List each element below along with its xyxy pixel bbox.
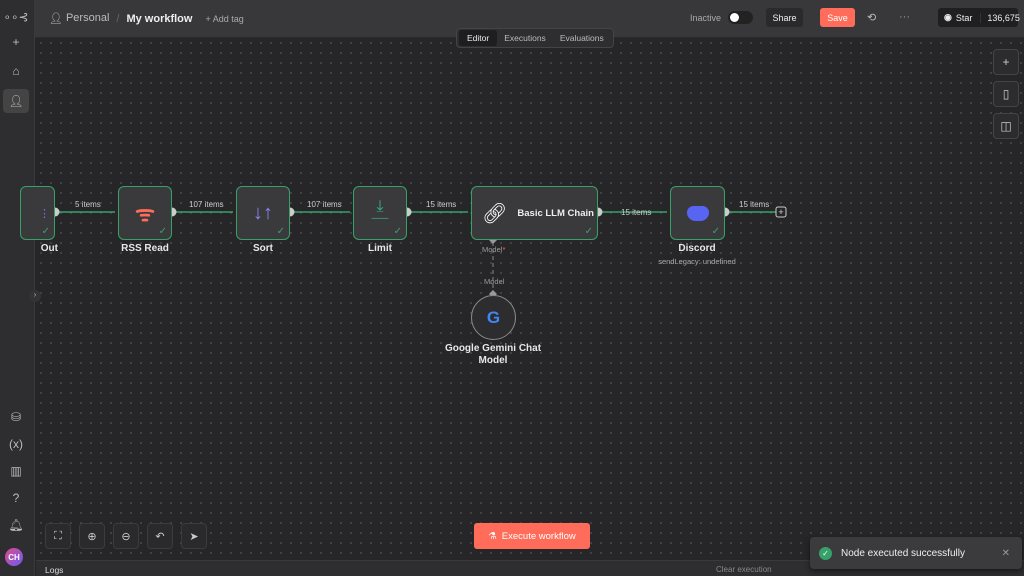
sort-icon: ↓↑	[253, 201, 273, 224]
home-icon[interactable]: ⌂	[12, 64, 20, 78]
tab-executions[interactable]: Executions	[504, 33, 546, 43]
help-icon[interactable]: ?	[12, 491, 20, 505]
success-icon: ✓	[819, 546, 832, 560]
node-out[interactable]: ⋮✓	[20, 186, 55, 240]
success-check-icon: ✓	[41, 226, 50, 237]
connection-count: 107 items	[189, 200, 224, 209]
node-basic-llm-chain[interactable]: 🔗︎ Basic LLM Chain ✓	[471, 186, 598, 240]
notifications-icon[interactable]: 🔔︎	[8, 518, 24, 532]
rss-icon: ᯤ	[134, 201, 156, 226]
link-chain-icon: 🔗︎	[482, 202, 508, 225]
node-subtitle: sendLegacy: undefined	[658, 257, 736, 266]
templates-icon[interactable]: ⛁	[10, 410, 22, 424]
user-icon: 👤︎	[49, 13, 63, 25]
add-tag-link[interactable]: + Add tag	[205, 14, 244, 24]
active-label: Inactive	[689, 12, 721, 23]
github-star-button[interactable]: ◉Star 136,675	[938, 8, 1020, 27]
view-tabs: Editor Executions Evaluations	[456, 28, 614, 48]
node-icon: ⋮	[39, 207, 50, 220]
insights-icon[interactable]: ▥	[10, 464, 22, 478]
node-label: Discord	[678, 243, 716, 254]
execute-label: Execute workflow	[501, 530, 576, 542]
node-label: Out	[40, 243, 58, 254]
flask-icon: ⚗︎	[488, 530, 497, 542]
svg-text:+: +	[778, 207, 783, 217]
success-check-icon: ✓	[584, 226, 593, 237]
star-count: 136,675	[980, 12, 1020, 23]
toast-message: Node executed successfully	[841, 547, 965, 559]
toggle-panel-button[interactable]: ◫	[993, 113, 1019, 139]
history-icon[interactable]: ⟲	[867, 12, 877, 24]
active-toggle[interactable]	[728, 11, 753, 24]
connection-count: 15 items	[739, 200, 770, 209]
breadcrumb: 👤︎Personal / My workflow + Add tag	[49, 12, 244, 25]
add-node-button[interactable]: +	[993, 49, 1019, 75]
node-label: Basic LLM Chain	[517, 207, 594, 219]
connection-count: 5 items	[75, 200, 101, 209]
sticky-note-button[interactable]: ▯	[993, 81, 1019, 107]
close-toast-icon[interactable]: ✕	[1001, 547, 1010, 559]
more-options-button[interactable]: ···	[899, 11, 910, 23]
add-next-node-icon	[775, 206, 787, 218]
node-label: Limit	[368, 243, 392, 254]
success-check-icon: ✓	[393, 226, 402, 237]
workflow-name[interactable]: My workflow	[126, 13, 193, 25]
n8n-logo-icon[interactable]: ∘∘⊰	[3, 10, 29, 24]
success-toast: ✓ Node executed successfully ✕	[810, 537, 1022, 569]
top-bar: 👤︎Personal / My workflow + Add tag Inact…	[35, 0, 1024, 38]
share-button[interactable]: Share	[766, 8, 803, 27]
discord-icon	[686, 205, 709, 221]
pointer-tool-button[interactable]: ➤	[181, 523, 207, 549]
clear-execution-button[interactable]: Clear execution	[716, 565, 772, 574]
active-toggle-group: Inactive	[655, 11, 753, 24]
node-rss-read[interactable]: ᯤ✓	[118, 186, 172, 240]
tab-editor[interactable]: Editor	[459, 30, 498, 46]
save-button[interactable]: Save	[820, 8, 855, 27]
node-google-gemini[interactable]: G	[471, 295, 516, 340]
node-sort[interactable]: ↓↑✓	[236, 186, 290, 240]
connection-count: 107 items	[307, 200, 342, 209]
undo-button[interactable]: ↶	[147, 523, 173, 549]
add-icon[interactable]: +	[12, 35, 20, 49]
breadcrumb-separator: /	[116, 13, 120, 25]
project-breadcrumb[interactable]: 👤︎Personal	[49, 12, 109, 25]
fit-view-button[interactable]: ⛶	[45, 523, 71, 549]
project-name: Personal	[65, 12, 110, 24]
limit-icon: ⤓‒‒‒	[371, 198, 389, 224]
node-limit[interactable]: ⤓‒‒‒ ✓	[353, 186, 407, 240]
github-icon: ◉	[944, 12, 952, 22]
left-sidebar: ∘∘⊰ + ⌂ 👤︎ ⛁ (x) ▥ ? 🔔︎ CH	[0, 0, 35, 576]
zoom-in-button[interactable]: ⊕	[79, 523, 105, 549]
tab-evaluations[interactable]: Evaluations	[559, 33, 604, 43]
connection-count: 15 items	[426, 200, 457, 209]
model-output-label: Model	[484, 277, 505, 286]
logs-label: Logs	[45, 565, 64, 575]
node-label: Google Gemini Chat Model	[444, 343, 542, 366]
connection-count: 15 items	[621, 208, 652, 217]
star-label: Star	[955, 12, 973, 23]
zoom-out-button[interactable]: ⊖	[113, 523, 139, 549]
workflow-canvas[interactable]	[36, 38, 1024, 560]
success-check-icon: ✓	[711, 226, 720, 237]
execute-workflow-button[interactable]: ⚗︎ Execute workflow	[474, 523, 590, 549]
model-input-label: Model*	[482, 245, 506, 254]
node-label: Sort	[253, 243, 273, 254]
google-icon: G	[486, 307, 501, 327]
node-discord[interactable]: ✓	[670, 186, 725, 240]
success-check-icon: ✓	[158, 226, 167, 237]
logs-bar[interactable]: Logs Clear execution	[36, 560, 1024, 576]
avatar[interactable]: CH	[5, 548, 23, 566]
success-check-icon: ✓	[276, 226, 285, 237]
personal-icon[interactable]: 👤︎	[3, 89, 29, 113]
node-label: RSS Read	[121, 243, 169, 254]
variables-icon[interactable]: (x)	[9, 437, 23, 451]
expand-sidebar-button[interactable]: ›	[29, 290, 41, 302]
